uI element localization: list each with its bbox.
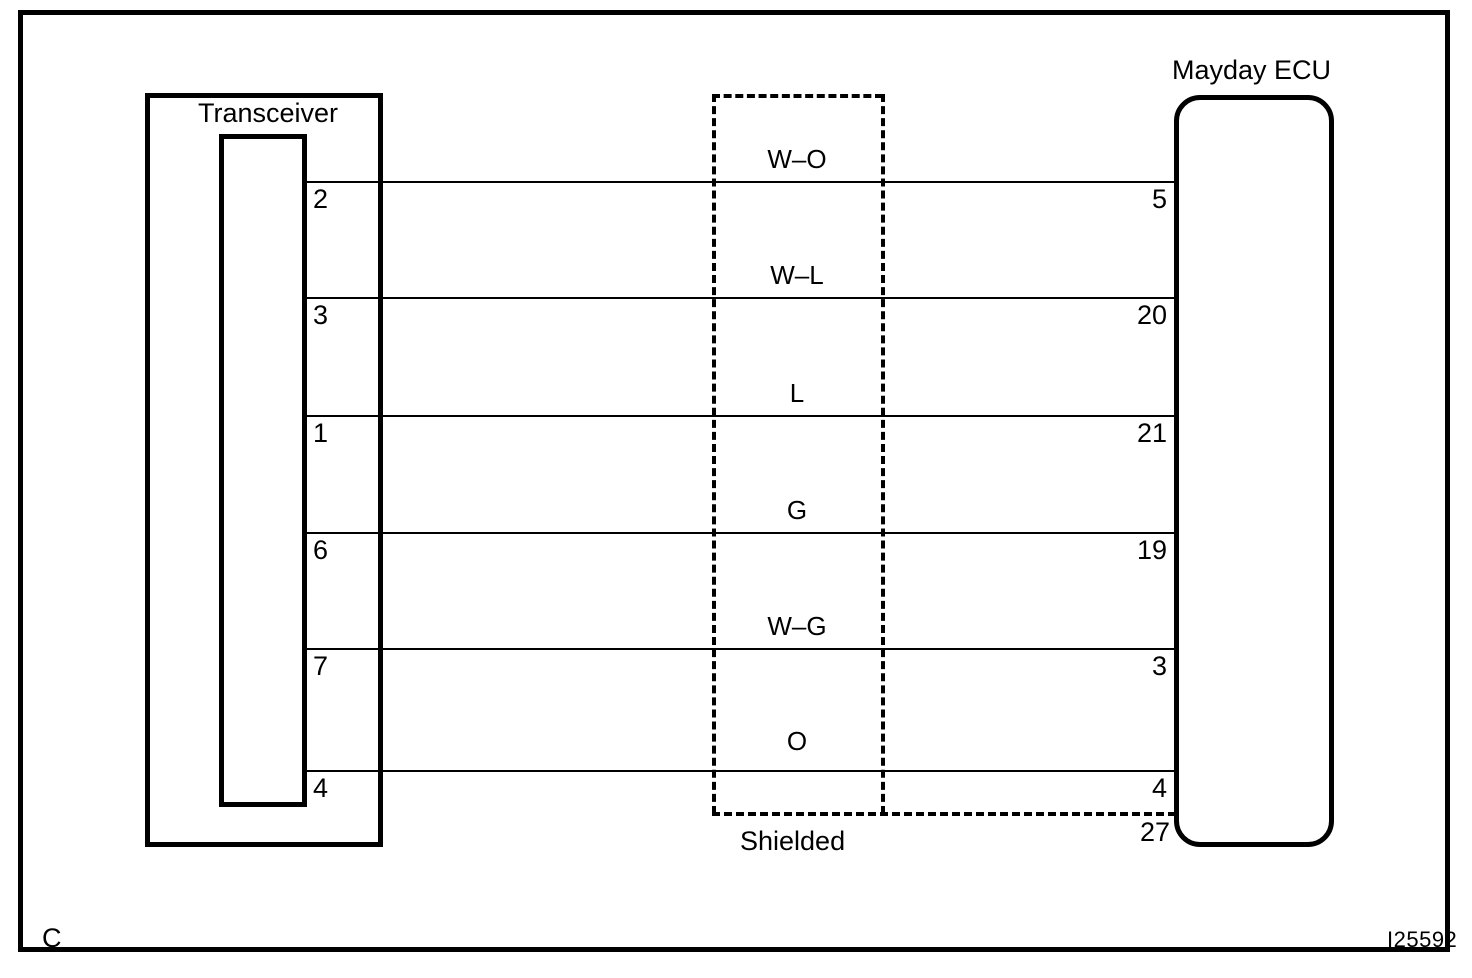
shield-right-edge xyxy=(881,94,885,814)
wire-line-2 xyxy=(306,297,1176,299)
ecu-pin-3: 21 xyxy=(1136,418,1167,448)
transceiver-pin-5: 7 xyxy=(313,651,329,681)
mayday-ecu-title: Mayday ECU xyxy=(1172,55,1332,85)
shield-left-edge xyxy=(712,94,716,814)
transceiver-outer-body xyxy=(145,93,383,847)
transceiver-title: Transceiver xyxy=(198,98,339,128)
ecu-pin-4: 19 xyxy=(1136,535,1167,565)
wire-line-1 xyxy=(306,181,1176,183)
mayday-ecu-body xyxy=(1174,95,1334,847)
wire-label-1: W–O xyxy=(767,144,827,174)
wire-line-4 xyxy=(306,532,1176,534)
diagram-border-frame xyxy=(18,10,1450,952)
wire-label-3: L xyxy=(789,378,805,408)
ecu-shield-ground-pin: 27 xyxy=(1139,817,1170,847)
transceiver-pin-4: 6 xyxy=(313,535,329,565)
ecu-pin-5: 3 xyxy=(1151,651,1167,681)
wire-line-5 xyxy=(306,648,1176,650)
wire-label-4: G xyxy=(786,495,808,525)
shield-bottom-edge xyxy=(712,812,1176,816)
transceiver-pin-6: 4 xyxy=(313,773,329,803)
shield-label: Shielded xyxy=(740,826,846,856)
sheet-corner-mark: C xyxy=(42,923,62,953)
wire-line-6 xyxy=(306,770,1176,772)
transceiver-pin-3: 1 xyxy=(313,418,329,448)
wire-label-5: W–G xyxy=(767,611,827,641)
ecu-pin-1: 5 xyxy=(1151,184,1167,214)
shield-top-edge xyxy=(712,94,883,98)
figure-code: I25592 xyxy=(1387,927,1458,952)
transceiver-pin-2: 3 xyxy=(313,300,329,330)
ecu-pin-2: 20 xyxy=(1136,300,1167,330)
wire-label-6: O xyxy=(786,726,808,756)
wire-label-2: W–L xyxy=(770,260,824,290)
wire-line-3 xyxy=(306,415,1176,417)
ecu-pin-6: 4 xyxy=(1151,773,1167,803)
transceiver-pin-1: 2 xyxy=(313,184,329,214)
transceiver-inner-body xyxy=(219,134,307,807)
